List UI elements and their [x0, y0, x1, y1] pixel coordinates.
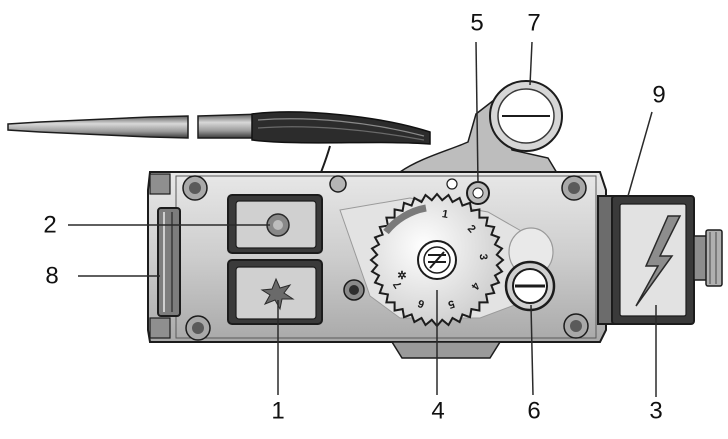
ignition-panel — [597, 195, 723, 325]
round-indicator-icon — [266, 213, 290, 237]
outlet-fitting — [504, 227, 556, 312]
pilot-ignition-button[interactable] — [227, 259, 323, 325]
callout-9: 9 — [652, 81, 665, 108]
callout-2: 2 — [43, 211, 56, 238]
dial-number-5: 5 — [446, 297, 456, 310]
leader-9 — [627, 111, 653, 197]
lightning-bolt-icon — [635, 215, 682, 307]
dial-number-6: 6 — [416, 297, 426, 310]
callout-1: 1 — [271, 397, 284, 424]
callouts: 1 2 3 4 5 6 7 8 9 — [43, 9, 665, 424]
flame-star-icon — [260, 277, 295, 311]
leader-5 — [475, 41, 479, 184]
leader-6 — [530, 304, 534, 396]
callout-4: 4 — [431, 397, 444, 424]
dial-number-3: 3 — [477, 253, 489, 260]
callout-7: 7 — [527, 9, 540, 36]
thermostat-knob-icon — [417, 240, 457, 280]
reset-button[interactable] — [227, 194, 323, 254]
dial-number-7: 7 — [391, 279, 404, 291]
top-fitting — [489, 80, 563, 152]
adjustment-screw[interactable] — [446, 178, 490, 205]
dial-star-mark: ✲ — [397, 270, 406, 282]
callout-6: 6 — [527, 397, 540, 424]
dial-number-1: 1 — [441, 208, 449, 221]
left-connection — [157, 207, 181, 317]
callout-8: 8 — [45, 262, 58, 289]
capillary-tube — [7, 111, 431, 181]
leader-7 — [529, 41, 533, 86]
top-bracket — [397, 98, 562, 179]
callout-3: 3 — [649, 397, 662, 424]
callout-5: 5 — [470, 9, 483, 36]
small-port — [343, 279, 365, 301]
leader-lines — [68, 41, 657, 397]
